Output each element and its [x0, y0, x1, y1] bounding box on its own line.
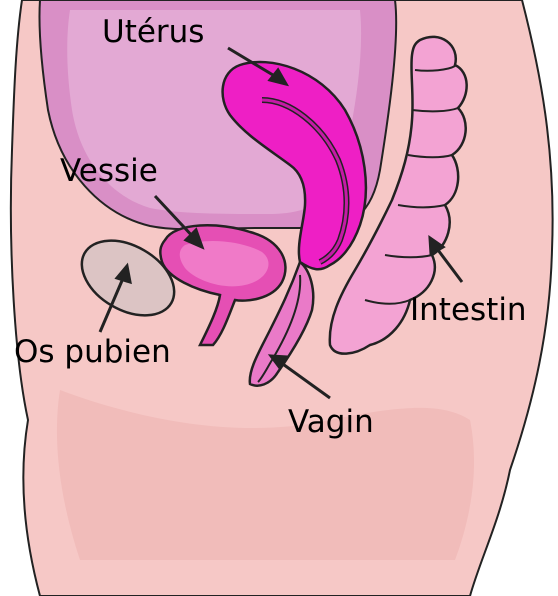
label-intestine: Intestin: [410, 292, 527, 328]
label-pubic-bone: Os pubien: [14, 334, 171, 370]
label-uterus: Utérus: [102, 14, 204, 50]
label-bladder: Vessie: [60, 153, 158, 189]
label-vagina: Vagin: [288, 404, 374, 440]
